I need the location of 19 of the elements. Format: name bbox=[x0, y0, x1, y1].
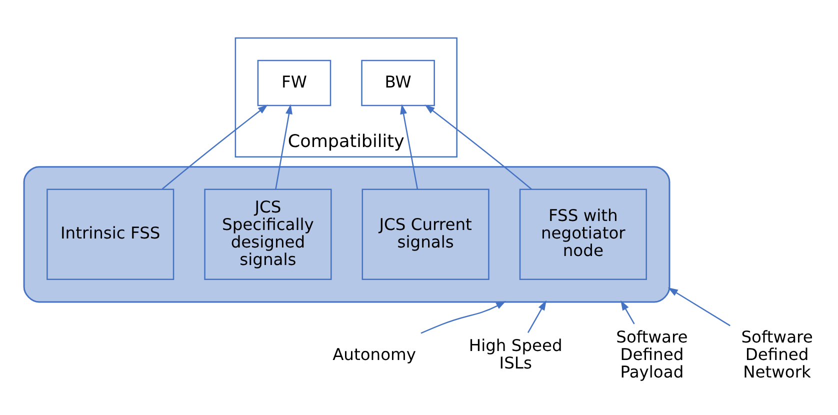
node-box: JCS Specifically designed signals bbox=[204, 188, 332, 280]
node-text: Software Defined Network bbox=[741, 327, 813, 382]
arrow bbox=[162, 104, 268, 190]
node-box: FW bbox=[257, 60, 332, 106]
node-box: FSS with negotiator node bbox=[519, 188, 647, 280]
arrow bbox=[668, 288, 730, 326]
arrow bbox=[527, 300, 546, 333]
arrow bbox=[400, 104, 418, 190]
arrow bbox=[424, 104, 532, 190]
node-box: Intrinsic FSS bbox=[46, 188, 174, 280]
arrow bbox=[420, 301, 506, 334]
node-text: High Speed ISLs bbox=[468, 336, 562, 373]
node-text: Software Defined Payload bbox=[616, 327, 688, 382]
node-text: Autonomy bbox=[332, 344, 416, 364]
arrow bbox=[275, 104, 292, 190]
arrow bbox=[620, 300, 635, 324]
cluster bbox=[23, 166, 670, 303]
node-box: BW bbox=[361, 60, 435, 106]
node-box: JCS Current signals bbox=[362, 188, 490, 280]
